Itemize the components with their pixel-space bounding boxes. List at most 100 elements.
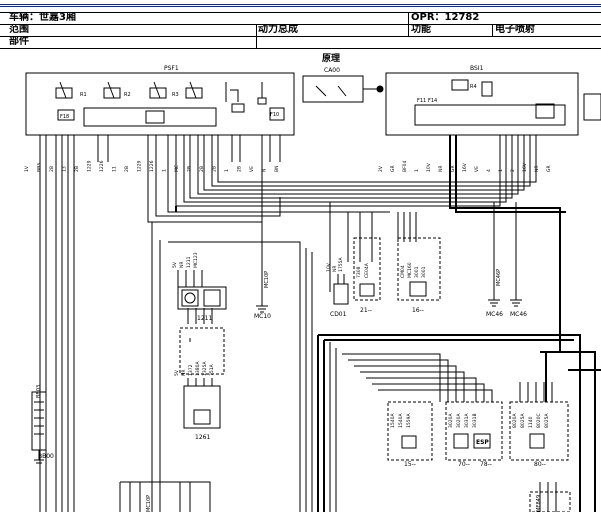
wire-label: 1372 [188,364,194,376]
wire-label: N [262,169,268,172]
wire-label: 2B [74,166,80,172]
c1261-pins [187,378,213,386]
wire-label: 2B [49,166,55,172]
wire-label: MC [174,165,180,172]
wire-label: 2V [378,165,384,172]
bb03-cells [34,401,44,435]
ref80-icon [529,433,545,449]
wire-label: 5V [172,261,178,268]
opr-label: OPR：12782 [411,12,480,23]
scope-label: 范围 [9,24,29,35]
wire-label: 1540A [390,413,396,428]
system-value: 动力总成 [258,24,298,35]
bb03-battery [31,391,47,451]
label-ref15: 15-- [404,461,416,468]
wire-label: 1 [414,169,420,172]
bsi1-box [385,72,579,136]
label-ref21: 21-- [360,307,372,314]
wire-label: 3020A [448,413,454,428]
ca00-key-icon [376,85,384,93]
label-ca00: CA00 [324,67,340,74]
wire-label: BB3 [37,163,43,172]
wire-label: 8020C [536,413,542,428]
ref70-box [445,401,503,461]
label-mc46p: MC46P [496,269,502,286]
label-fuse-f18: F18 [60,114,69,120]
wire-label: 1540A [398,413,404,428]
wire-label: 4 [486,169,492,172]
label-mc46b: MC46 [510,311,527,318]
component-wires [119,202,557,512]
header-divider [492,24,493,36]
wire-label: NR [332,266,338,273]
label-ref78: 78-- [480,461,492,468]
bsi1-relay [451,79,469,91]
header-divider [408,12,409,36]
wire-label: 16V [462,162,468,172]
wire-label: 10V [326,262,332,272]
label-ref70: 70-- [458,461,470,468]
bsi1-fuse-f18 [481,81,493,97]
psf1-fuse-f18 [57,109,75,121]
wire-label: 16V [522,162,528,172]
wire-label: 3001 [414,266,420,278]
ref21-icon [359,283,375,297]
label-bb03: BB03 [36,385,42,398]
label-mc10p: MC10P [264,271,270,288]
side-module [583,93,601,121]
wire-label: MC123 [193,252,199,268]
wire-label: GR [546,165,552,172]
label-fuse-f11: F11 [417,98,426,104]
header-rule-top-2 [0,6,601,7]
label-bsi1: BSI1 [470,65,484,72]
label-ref80: 80-- [534,461,546,468]
ref70-icon [453,433,469,449]
wire-label: 1229 [87,160,93,172]
wire-label: 1380A [195,361,201,376]
wire-label: 1559A [406,413,412,428]
wire-label: 1 [224,169,230,172]
function-label: 功能 [411,24,431,35]
header-rule [0,48,601,49]
label-mc46a: MC46 [486,311,503,318]
wire-label: 1V [24,165,30,172]
ca00-switch [315,85,378,97]
header-rule-top [0,4,601,5]
wire-label: GR [450,165,456,172]
wire-label: 3001 [421,266,427,278]
bb00-ground [34,450,44,464]
label-mc10p-b: MC10P [146,495,152,512]
wire-label: 1229 [137,160,143,172]
psf1-fuse-f10 [269,107,285,121]
bold-wires [175,135,601,512]
wire-label: 1226 [99,160,105,172]
label-ref16: 16-- [412,307,424,314]
header-rule [0,36,601,37]
c1261-box [183,385,221,429]
wire-label: 8025A [544,413,550,428]
wire-label: 1226 [149,160,155,172]
header-rule [0,24,601,25]
label-relay-r4: R4 [470,84,477,90]
header-divider [256,24,257,48]
label-mc10: MC10 [254,313,271,320]
psf1-module-icon [145,110,165,124]
wire-label: 3031A [464,413,470,428]
wire-label: 1755A [338,257,344,272]
wire-label: 1 [498,169,504,172]
wire-label: 13 [62,166,68,172]
wire-label: 751A [209,363,215,376]
ref16-box [397,237,441,301]
psf1-fuse-small [231,103,245,113]
wire-label: 1325A [202,361,208,376]
bsi1-module-icon [535,103,555,119]
cd01-box [333,283,349,305]
wire-label: 2 [510,169,516,172]
wire-label: 11 [112,166,118,172]
wire-label: GR [390,165,396,172]
wire-label: 7308 [356,266,362,278]
wire-label: 1 [162,169,168,172]
label-relay-r2: R2 [124,92,131,98]
mc10-ground [256,298,268,313]
